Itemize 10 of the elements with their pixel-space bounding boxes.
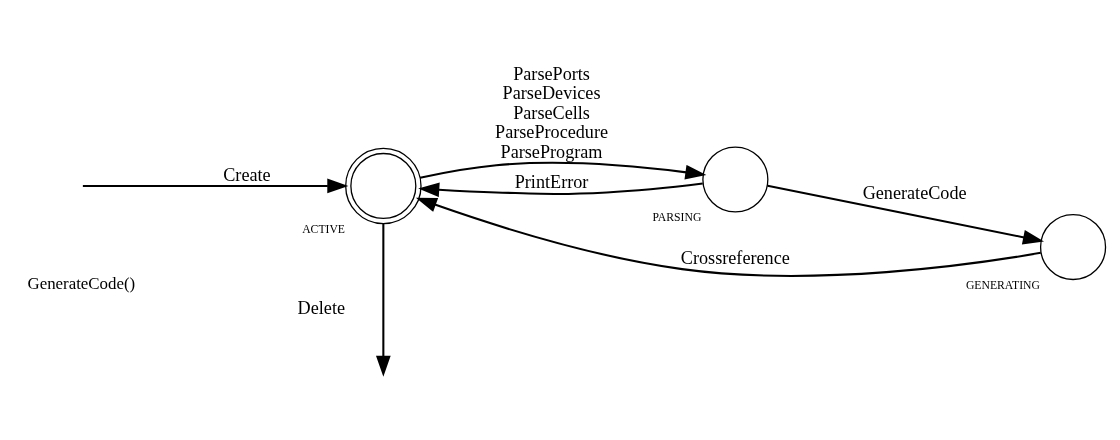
node-label: ACTIVE [302, 223, 346, 237]
edge-label: ParsePorts ParseDevices ParseCells ParseProcedure ParseProgram [495, 63, 609, 162]
node-label: PARSING [652, 211, 702, 225]
node-label: GENERATING [965, 278, 1040, 292]
edge-label: GenerateCode [862, 183, 967, 204]
edge-label: Create [223, 165, 271, 186]
edge-label: PrintError [514, 171, 589, 192]
edge-label: Crossreference [680, 248, 790, 269]
label: GenerateCode() [27, 274, 136, 294]
edge-label: Delete [297, 298, 346, 319]
